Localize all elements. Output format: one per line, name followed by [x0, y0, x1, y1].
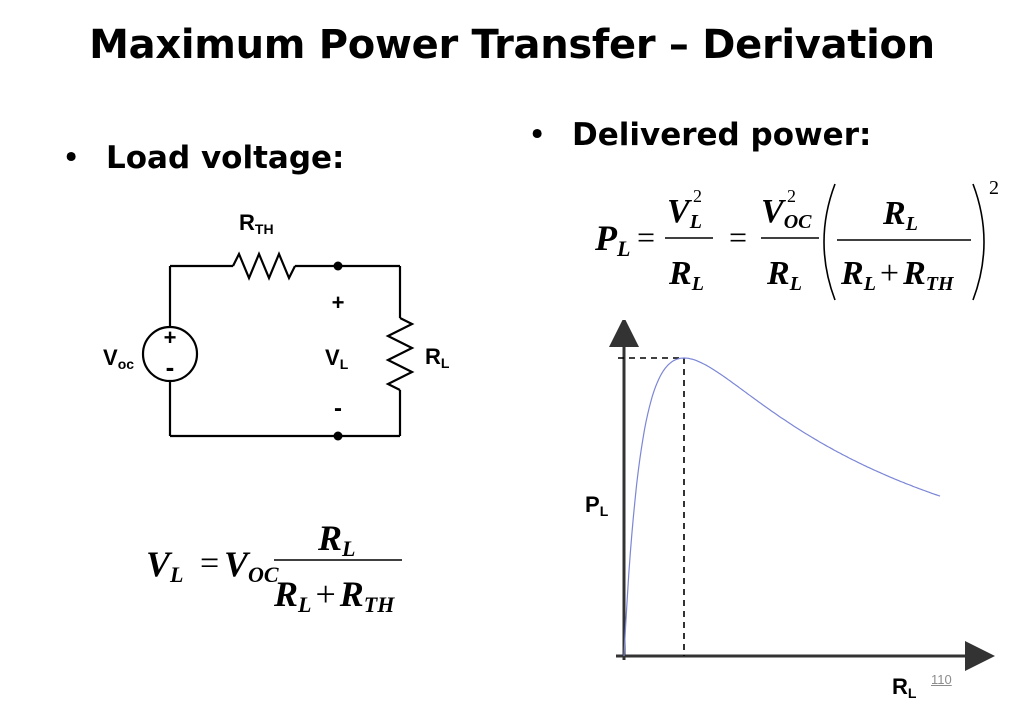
bullet-delivered-power-text: Delivered power: [572, 117, 872, 153]
resistor-rth [232, 251, 296, 281]
vl-lhs: VL [146, 544, 183, 587]
slide-title: Maximum Power Transfer – Derivation [89, 22, 935, 68]
bullet-dot: • [62, 140, 81, 176]
pl-frac1-den: RL [668, 255, 704, 295]
pl-frac3-den: RL+RTH [840, 255, 955, 295]
resistor-rl [385, 317, 415, 391]
node-bottom [333, 431, 343, 441]
vl-voc: VOC [224, 544, 279, 587]
pl-outer-sq: 2 [989, 177, 999, 199]
source-minus-sign: - [166, 352, 175, 382]
pl-right-paren [972, 183, 985, 301]
source-plus-sign: + [164, 325, 177, 350]
circuit-diagram: + - Voc RTH RL + VL - [103, 210, 450, 441]
pl-frac3-num: RL [882, 195, 918, 235]
slide-number: 110 [931, 672, 952, 687]
vl-label: VL [325, 345, 349, 372]
pl-equals-2: = [729, 219, 747, 255]
equation-delivered-power: PL = VL 2 RL = VOC 2 RL RL RL+RTH 2 [594, 177, 999, 301]
source-label: Voc [103, 345, 134, 372]
vl-plus-sign: + [332, 290, 345, 315]
vl-numerator: RL [317, 518, 355, 561]
bullet-load-voltage: • Load voltage: [62, 140, 344, 176]
pl-equals: = [637, 219, 655, 255]
vl-equals: = [200, 545, 219, 582]
rl-label: RL [425, 344, 450, 371]
bullet-delivered-power: • Delivered power: [528, 117, 871, 153]
equation-load-voltage: VL = VOC RL RL+RTH [146, 518, 402, 617]
rth-label: RTH [239, 210, 274, 237]
pl-frac2-num: VOC [761, 193, 812, 233]
pl-frac1-sq: 2 [693, 186, 702, 206]
pl-frac2-den: RL [766, 255, 802, 295]
y-axis-label: PL [585, 492, 609, 519]
pl-frac1-num: VL [667, 193, 702, 233]
vl-denominator: RL+RTH [273, 574, 395, 617]
pl-frac2-sq: 2 [787, 186, 796, 206]
power-curve-graph: PL RL [585, 320, 995, 701]
bullet-dot: • [528, 117, 547, 153]
x-axis-label: RL [892, 674, 917, 701]
vl-minus-sign: - [334, 395, 342, 422]
node-top [333, 261, 343, 271]
voltage-source [141, 325, 199, 383]
bullet-load-voltage-text: Load voltage: [106, 140, 345, 176]
pl-left-paren [823, 183, 836, 301]
power-curve [623, 357, 941, 657]
pl-lhs: PL [594, 218, 630, 261]
